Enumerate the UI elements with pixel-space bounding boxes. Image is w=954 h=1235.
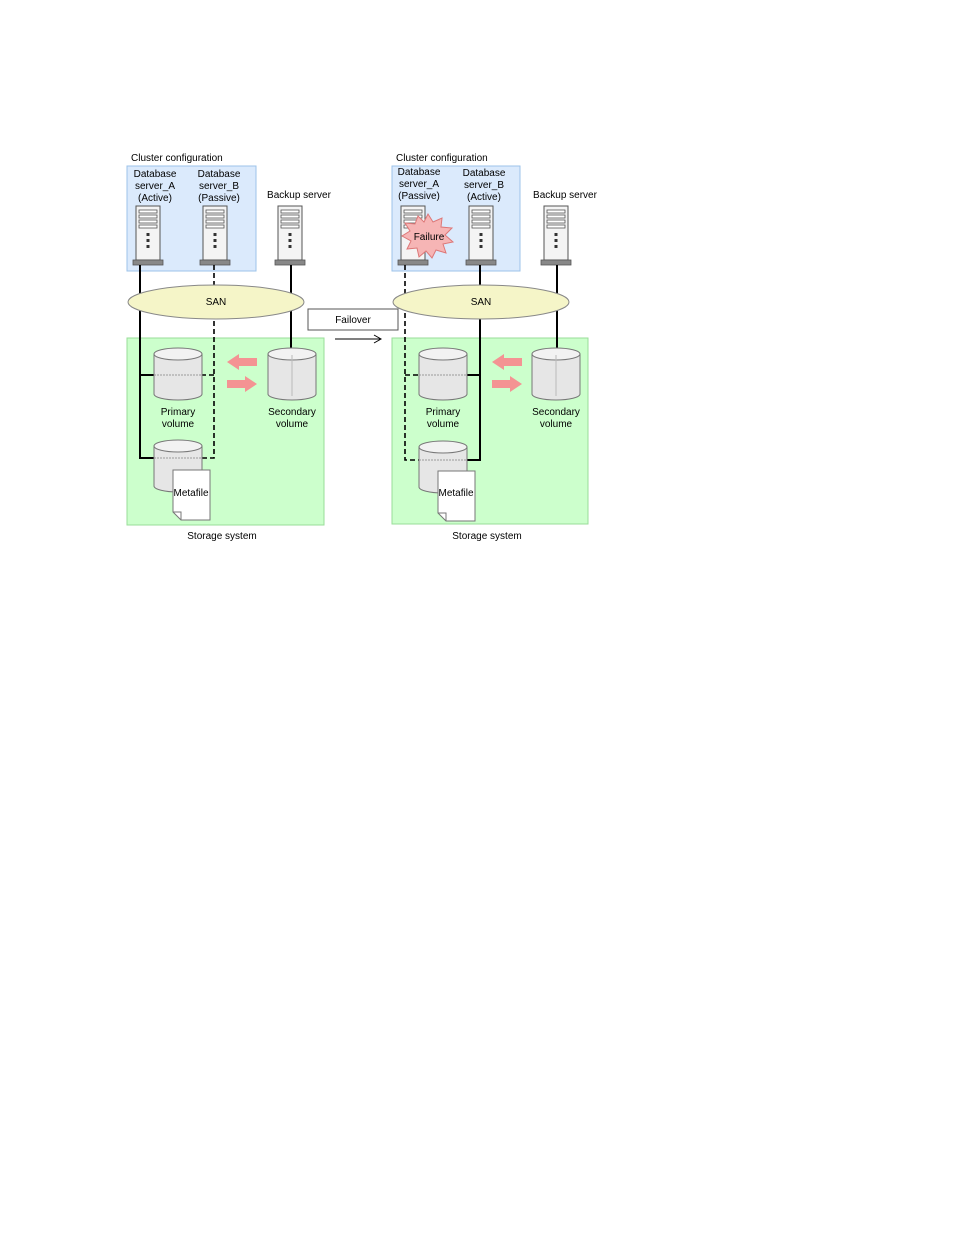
left-secondary-label-2: volume [276, 419, 309, 430]
right-secondary-label-2: volume [540, 419, 573, 430]
right-server-b-label-1: Database [463, 168, 506, 179]
failover-indicator: Failover [307, 308, 399, 344]
left-metafile-label: Metafile [173, 488, 208, 499]
right-backup-server-icon [540, 205, 572, 266]
left-server-a-icon [132, 205, 164, 266]
right-server-a-label-2: server_A [399, 179, 439, 190]
right-storage-label: Storage system [452, 531, 521, 542]
left-storage-label: Storage system [187, 531, 256, 542]
left-server-a-label-3: (Active) [138, 193, 172, 204]
left-server-b-icon [199, 205, 231, 266]
left-server-a-label-1: Database [134, 169, 177, 180]
left-server-a-label-2: server_A [135, 181, 175, 192]
left-backup-label: Backup server [267, 190, 332, 201]
right-server-b-icon [465, 205, 497, 266]
right-passive-path [404, 265, 435, 461]
left-backup-server-icon [274, 205, 306, 266]
right-server-b-label-2: server_B [464, 180, 504, 191]
left-secondary-label-1: Secondary [268, 407, 316, 418]
right-primary-label-2: volume [427, 419, 460, 430]
right-secondary-label-1: Secondary [532, 407, 580, 418]
right-server-a-label-3: (Passive) [398, 191, 440, 202]
left-server-b-label-3: (Passive) [198, 193, 240, 204]
right-cluster-title: Cluster configuration [396, 153, 488, 164]
right-server-a-label-1: Database [398, 167, 441, 178]
right-san-ellipse [392, 284, 570, 320]
right-configuration: Cluster configuration Database server_A … [391, 153, 598, 542]
right-primary-volume-icon [418, 347, 468, 401]
left-primary-label-2: volume [162, 419, 195, 430]
failure-burst-icon [401, 212, 455, 259]
left-san-ellipse [127, 284, 305, 320]
right-backup-label: Backup server [533, 190, 598, 201]
failure-label: Failure [414, 232, 445, 243]
left-server-b-label-2: server_B [199, 181, 239, 192]
left-san-label: SAN [206, 297, 227, 308]
right-san-label: SAN [471, 297, 492, 308]
left-primary-volume-icon [153, 347, 203, 401]
left-server-b-label-1: Database [198, 169, 241, 180]
failover-box [307, 308, 399, 331]
right-metafile-label: Metafile [438, 488, 473, 499]
right-server-b-label-3: (Active) [467, 192, 501, 203]
right-primary-label-1: Primary [426, 407, 460, 418]
left-primary-label-1: Primary [161, 407, 195, 418]
failover-label: Failover [335, 315, 371, 326]
left-configuration: Cluster configuration Database server_A … [126, 153, 332, 542]
left-cluster-title: Cluster configuration [131, 153, 223, 164]
